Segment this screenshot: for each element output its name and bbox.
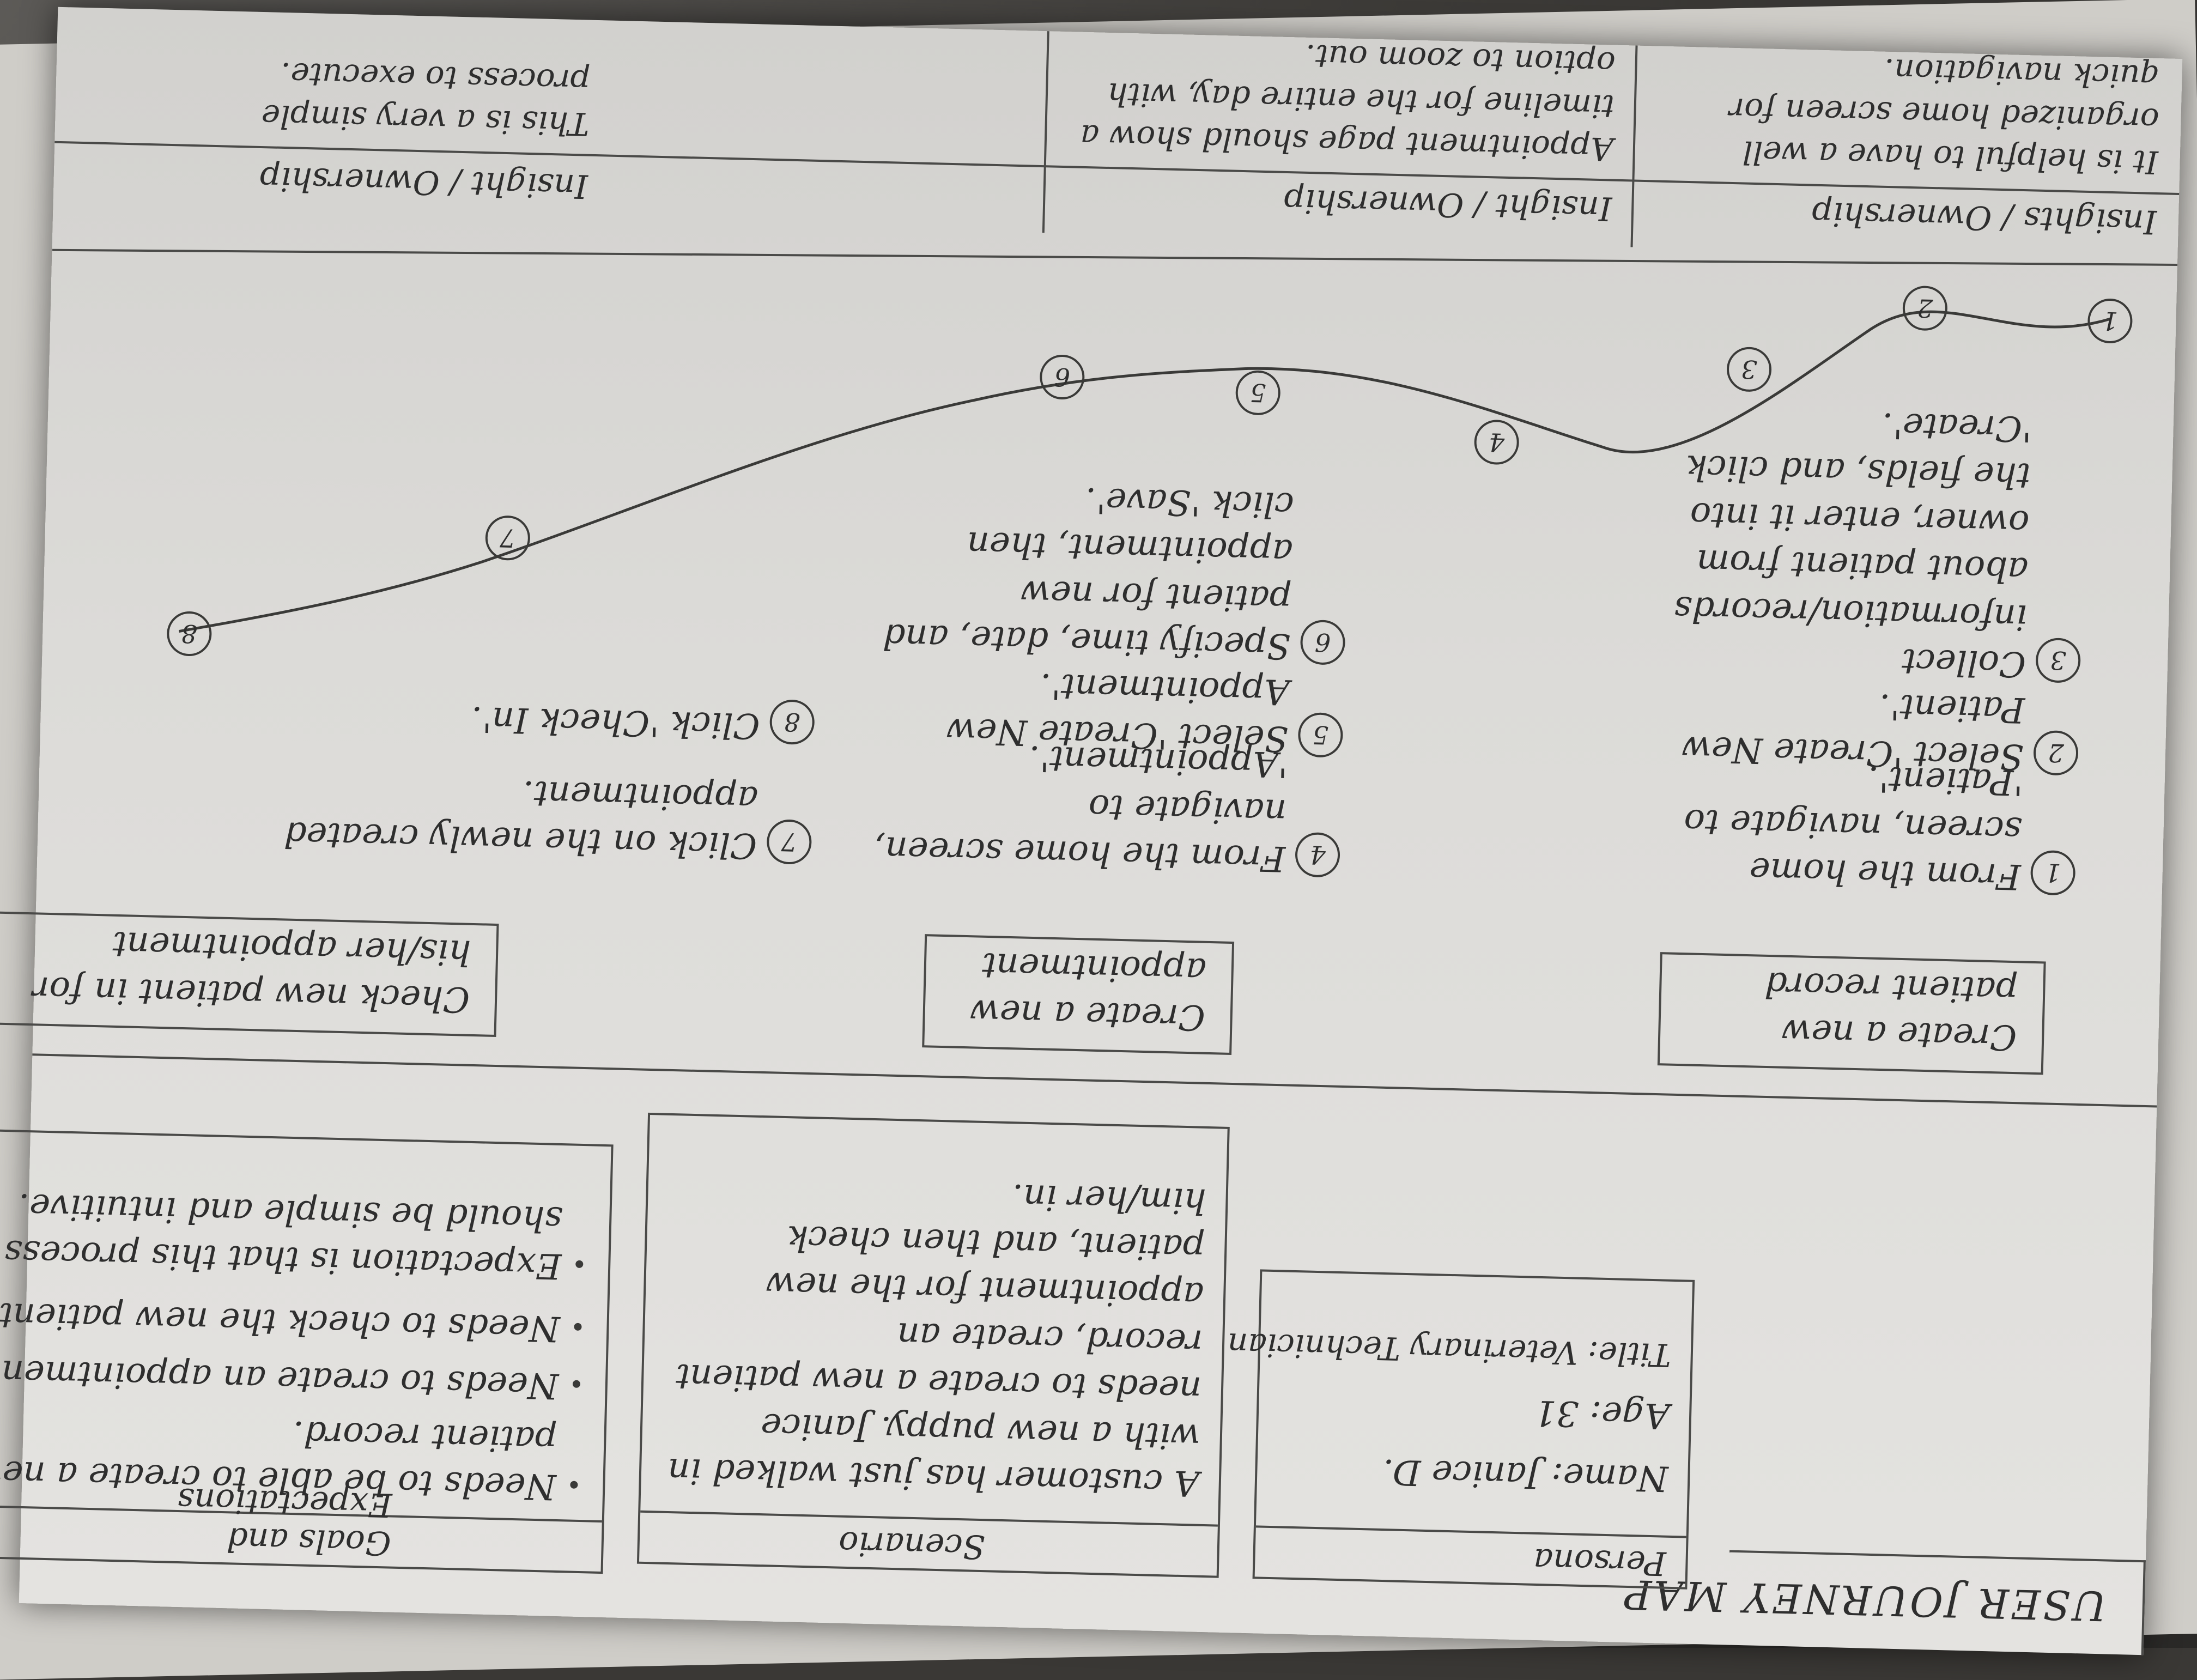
insight-header-3: Insight / Ownership [259,159,588,205]
insight-header-2: Insight / Ownership [1283,181,1613,228]
insight-text-1: It is helpful to have a well organized h… [1719,52,2161,181]
journey-curve [179,310,2111,633]
insight-text-2: Appointment page should show a timeline … [1070,38,1616,168]
insight-text-3: This is a very simple process to execute… [251,55,591,143]
journey-curve-line [179,310,2111,633]
paper-sheet: USER JOURNEY MAP Persona Name: Janice D.… [0,7,2183,1655]
